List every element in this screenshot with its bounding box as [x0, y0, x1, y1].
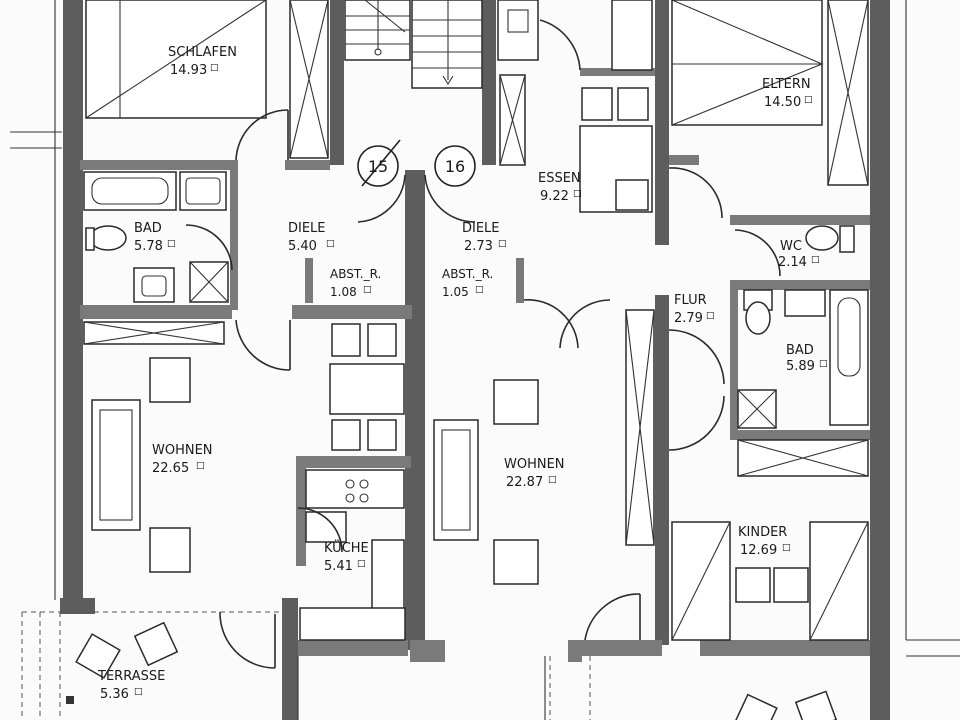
room-area: 1.08 [330, 285, 357, 299]
room-label-flur: FLUR 2.79 □ [674, 293, 715, 326]
room-label-wohnen-right: WOHNEN 22.87 □ [504, 457, 565, 490]
area-unit: □ [782, 543, 791, 553]
room-name: TERRASSE [97, 669, 165, 684]
site-lines [10, 0, 960, 657]
room-label-abst-right: ABST._R. 1.05 □ [442, 267, 493, 299]
area-unit: □ [326, 239, 335, 249]
room-area: 22.87 [506, 475, 543, 490]
walls [60, 0, 890, 720]
room-name: KÜCHE [324, 539, 369, 556]
unit-15-marker: 15 [357, 139, 401, 187]
room-area: 5.36 [100, 687, 129, 702]
room-name: ESSEN [538, 171, 581, 186]
room-name: WOHNEN [152, 443, 213, 458]
beds [85, 0, 869, 641]
room-label-diele-right: DIELE 2.73 □ [462, 221, 507, 254]
wardrobes [83, 0, 869, 546]
kitchen-units [299, 0, 653, 641]
area-unit: □ [475, 285, 484, 295]
room-name: FLUR [674, 293, 707, 308]
room-name: ABST._R. [330, 267, 381, 281]
room-area: 5.78 [134, 239, 163, 254]
room-label-kueche: KÜCHE 5.41 □ [324, 539, 369, 574]
room-area: 5.40 [288, 239, 317, 254]
room-label-eltern: ELTERN 14.50 □ [762, 77, 813, 110]
room-name: DIELE [462, 221, 500, 236]
room-name: WOHNEN [504, 457, 565, 472]
room-area: 2.73 [464, 239, 493, 254]
room-area: 14.50 [764, 95, 801, 110]
room-name: BAD [786, 343, 814, 358]
room-area: 12.69 [740, 543, 777, 558]
room-label-abst-left: ABST._R. 1.08 □ [330, 267, 381, 299]
room-name: DIELE [288, 221, 326, 236]
room-area: 9.22 [540, 189, 569, 204]
room-label-diele-left: DIELE 5.40 □ [288, 221, 335, 254]
area-unit: □ [706, 311, 715, 321]
area-unit: □ [548, 475, 557, 485]
room-label-wohnen-left: WOHNEN 22.65 □ [152, 443, 213, 476]
unit-16-number: 16 [445, 157, 465, 176]
area-unit: □ [573, 189, 582, 199]
area-unit: □ [167, 239, 176, 249]
area-unit: □ [363, 285, 372, 295]
area-unit: □ [811, 255, 820, 265]
room-area: 2.14 [778, 255, 807, 270]
room-label-kinder: KINDER 12.69 □ [738, 525, 791, 558]
room-label-bad-left: BAD 5.78 □ [134, 221, 176, 254]
room-area: 2.79 [674, 311, 703, 326]
room-area: 5.89 [786, 359, 815, 374]
area-unit: □ [819, 359, 828, 369]
room-name: ELTERN [762, 77, 811, 92]
staircase [344, 0, 483, 89]
area-unit: □ [210, 63, 219, 73]
room-name: BAD [134, 221, 162, 236]
area-unit: □ [134, 687, 143, 697]
terrace-edges [21, 611, 591, 720]
bathroom-fixtures [83, 171, 869, 429]
unit-16-marker: 16 [434, 145, 476, 187]
room-label-terrasse: TERRASSE 5.36 □ [97, 669, 165, 702]
door-swings [185, 19, 781, 669]
area-unit: □ [498, 239, 507, 249]
room-area: 1.05 [442, 285, 469, 299]
furniture [66, 87, 838, 720]
room-name: KINDER [738, 525, 787, 540]
room-label-essen: ESSEN 9.22 □ [538, 171, 582, 204]
room-label-schlafen: SCHLAFEN 14.93 □ [168, 45, 237, 78]
unit-15-number: 15 [368, 157, 388, 176]
room-name: WC [780, 239, 802, 254]
room-area: 22.65 [152, 461, 189, 476]
room-name: SCHLAFEN [168, 45, 237, 60]
room-area: 14.93 [170, 63, 207, 78]
area-unit: □ [804, 95, 813, 105]
room-area: 5.41 [324, 559, 353, 574]
room-name: ABST._R. [442, 267, 493, 281]
area-unit: □ [196, 461, 205, 471]
room-label-bad-right: BAD 5.89 □ [786, 343, 828, 374]
area-unit: □ [357, 559, 366, 569]
room-label-wc: WC 2.14 □ [778, 239, 820, 270]
